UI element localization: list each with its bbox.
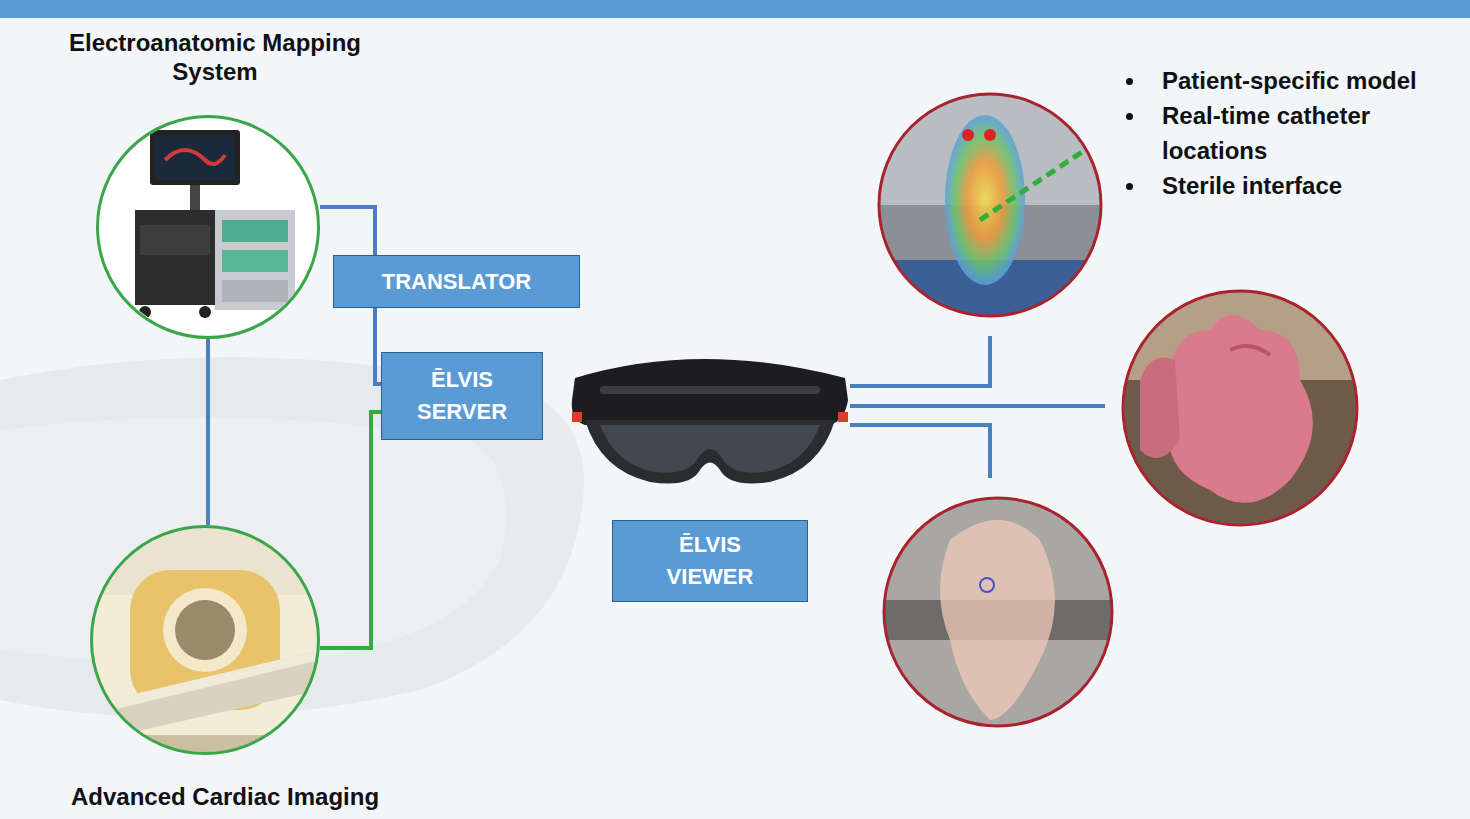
mapping-system-photo: [96, 113, 320, 337]
feature-bullet: Patient-specific model: [1162, 63, 1442, 98]
headset-illustration: [572, 359, 848, 484]
box-label: ĒLVIS SERVER: [407, 364, 517, 428]
bullet-dot: [1126, 183, 1133, 190]
system-heading: Advanced Cardiac Imaging: [30, 782, 420, 811]
process-box: TRANSLATOR: [333, 255, 580, 308]
source-system: Electroanatomic Mapping System: [50, 28, 380, 340]
view-circle: [1123, 291, 1357, 525]
bullet-dot: [1126, 78, 1133, 85]
heart-model-photo: [1120, 290, 1360, 530]
view-circle: [884, 498, 1112, 726]
top-bar: [0, 0, 1470, 18]
feature-bullet: Sterile interface: [1162, 168, 1442, 203]
process-box: ĒLVIS SERVER: [381, 352, 543, 440]
box-label: ĒLVIS VIEWER: [640, 529, 780, 593]
viewer-output-lines: [850, 336, 1105, 478]
system-heading: Electroanatomic Mapping System: [50, 28, 380, 86]
connector-line: [320, 207, 375, 255]
feature-bullet: Real-time catheter locations: [1162, 98, 1442, 168]
connector-line: [206, 339, 210, 525]
view-circle: [879, 94, 1101, 316]
catheter-view-photo: [880, 95, 1100, 320]
system-circle: [96, 115, 320, 339]
box-label: TRANSLATOR: [382, 266, 532, 298]
source-system: Advanced Cardiac Imaging: [30, 520, 420, 816]
connector-line: [320, 412, 381, 648]
mri-scanner-photo: [90, 525, 320, 760]
watermark-headset: [0, 357, 584, 718]
bullet-dot: [1126, 113, 1133, 120]
system-circle: [90, 525, 320, 755]
process-box: ĒLVIS VIEWER: [612, 520, 808, 602]
translucent-heart-photo: [885, 498, 1111, 726]
